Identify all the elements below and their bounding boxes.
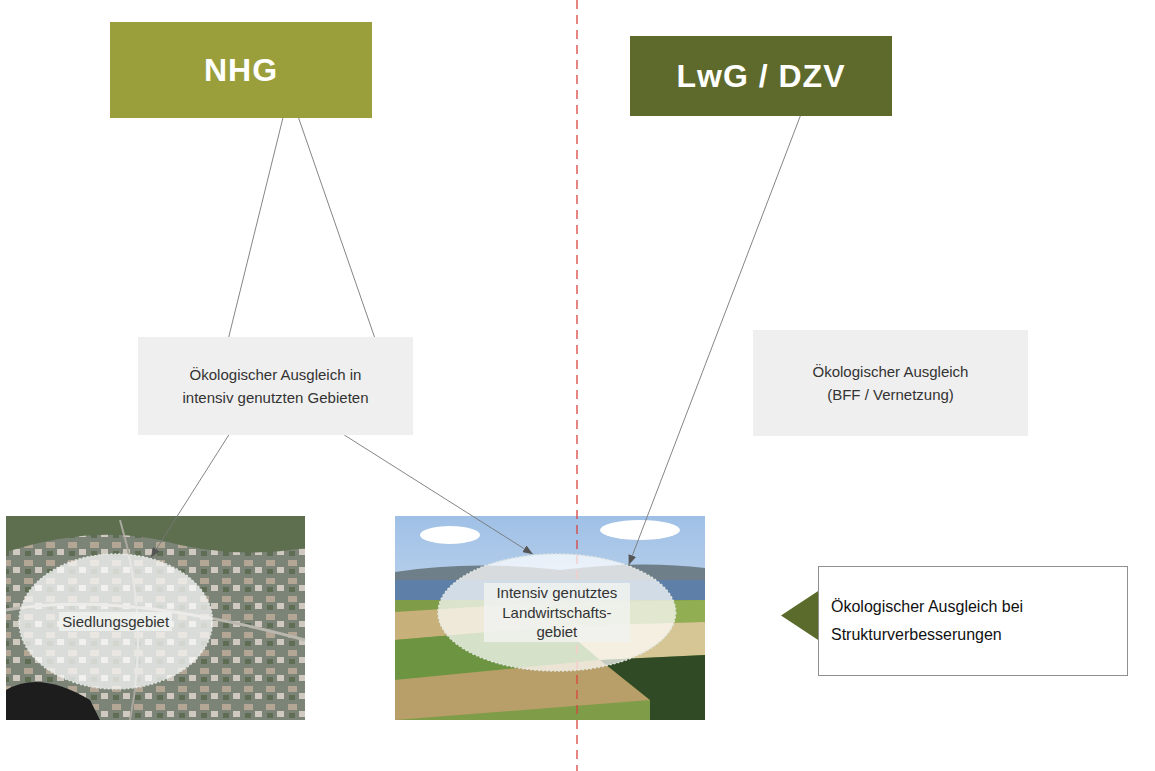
callout-box: Ökologischer Ausgleich bei Strukturverbe… bbox=[818, 566, 1128, 676]
area-ellipse: Siedlungsgebiet bbox=[18, 553, 214, 690]
city-photo bbox=[6, 516, 305, 720]
forest bbox=[600, 655, 705, 720]
measure-box-text: Ökologischer Ausgleich (BFF / Vernetzung… bbox=[801, 360, 981, 407]
landscape-photo bbox=[395, 516, 705, 720]
law-box-text: NHG bbox=[204, 51, 278, 89]
law-box: NHG bbox=[110, 22, 372, 118]
helicopter-frame bbox=[6, 682, 100, 720]
cloud bbox=[600, 520, 680, 540]
wooded-hill bbox=[6, 516, 305, 553]
connector-line bbox=[229, 118, 283, 337]
ellipse-shape bbox=[19, 554, 213, 689]
city-ground bbox=[6, 516, 305, 720]
law-box-text: LwG / DZV bbox=[677, 57, 846, 95]
block-arrow bbox=[811, 609, 818, 623]
connector-line bbox=[299, 118, 375, 337]
callout-box-text: Ökologischer Ausgleich bei Strukturverbe… bbox=[831, 593, 1115, 649]
ellipse-shape bbox=[438, 554, 676, 671]
law-box: LwG / DZV bbox=[630, 36, 892, 116]
sky bbox=[395, 516, 705, 720]
connector-line bbox=[151, 435, 229, 558]
area-ellipse-text: Intensiv genutztes Landwirtschafts- gebi… bbox=[484, 583, 630, 642]
measure-box-text: Ökologischer Ausgleich in intensiv genut… bbox=[166, 363, 386, 410]
area-ellipse: Intensiv genutztes Landwirtschafts- gebi… bbox=[437, 553, 677, 672]
measure-box: Ökologischer Ausgleich in intensiv genut… bbox=[138, 337, 413, 435]
cloud bbox=[420, 526, 480, 544]
area-ellipse-text: Siedlungsgebiet bbox=[59, 612, 172, 632]
connector-line bbox=[344, 435, 533, 554]
measure-box: Ökologischer Ausgleich (BFF / Vernetzung… bbox=[753, 330, 1028, 436]
